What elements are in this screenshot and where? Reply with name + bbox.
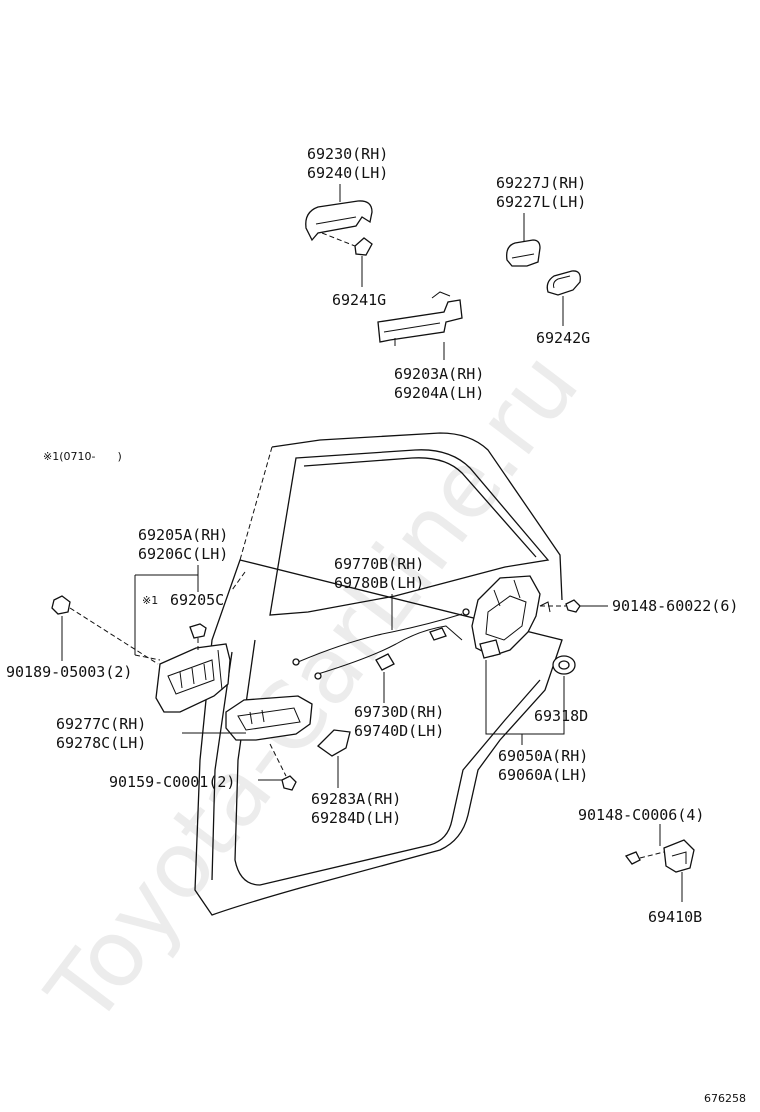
clip-69205c — [189, 623, 207, 639]
label-69050a: 69050A(RH) — [498, 747, 588, 765]
label-69230: 69230(RH) — [307, 145, 388, 163]
door-lock-assembly — [471, 575, 551, 659]
label-69204a: 69204A(LH) — [394, 384, 484, 402]
label-69203a: 69203A(RH) — [394, 365, 484, 383]
label-69410b: 69410B — [648, 908, 702, 926]
diagram-id: 676258 — [704, 1092, 746, 1105]
lock-knob-cover — [316, 729, 351, 757]
door-outline — [194, 432, 563, 916]
label-69227j: 69227J(RH) — [496, 174, 586, 192]
outside-handle-frame — [377, 291, 463, 346]
screw-90159 — [281, 775, 297, 791]
screw-90148-c0006 — [624, 851, 641, 865]
note-label: ※1(0710- ) — [43, 450, 122, 463]
label-69205c-mark: ※1 — [142, 594, 158, 607]
label-69318d: 69318D — [534, 707, 588, 725]
label-90189: 90189-05003(2) — [6, 663, 132, 681]
label-69205c: 69205C — [170, 591, 224, 609]
label-69780b: 69780B(LH) — [334, 574, 424, 592]
bracket-69205a — [134, 574, 199, 655]
inside-handle-assembly — [155, 643, 231, 713]
door-striker — [663, 839, 695, 873]
label-69283a: 69283A(RH) — [311, 790, 401, 808]
watermark: Toyota-CarLine.ru — [27, 333, 600, 1044]
label-69242g: 69242G — [536, 329, 590, 347]
label-69284d: 69284D(LH) — [311, 809, 401, 827]
label-69205a: 69205A(RH) — [138, 526, 228, 544]
label-69240: 69240(LH) — [307, 164, 388, 182]
label-90148-c0006: 90148-C0006(4) — [578, 806, 704, 824]
label-69278c: 69278C(LH) — [56, 734, 146, 752]
label-69227l: 69227L(LH) — [496, 193, 586, 211]
outside-handle — [305, 200, 373, 242]
grommet — [51, 595, 71, 615]
label-69206c: 69206C(LH) — [138, 545, 228, 563]
label-90148-60022: 90148-60022(6) — [612, 597, 738, 615]
bracket-69050a — [485, 660, 565, 735]
handle-pad — [354, 237, 373, 256]
label-90159: 90159-C0001(2) — [109, 773, 235, 791]
label-69277c: 69277C(RH) — [56, 715, 146, 733]
handle-cover — [506, 239, 541, 267]
label-69241g: 69241G — [332, 291, 386, 309]
inside-handle-bezel — [225, 695, 313, 741]
label-69060a: 69060A(LH) — [498, 766, 588, 784]
cable-assembly — [292, 608, 470, 680]
handle-cover-gasket — [546, 270, 581, 296]
label-69770b: 69770B(RH) — [334, 555, 424, 573]
screw-90148-60022 — [565, 599, 581, 613]
label-69730d: 69730D(RH) — [354, 703, 444, 721]
leader-dash-69241g — [321, 232, 361, 249]
label-69740d: 69740D(LH) — [354, 722, 444, 740]
